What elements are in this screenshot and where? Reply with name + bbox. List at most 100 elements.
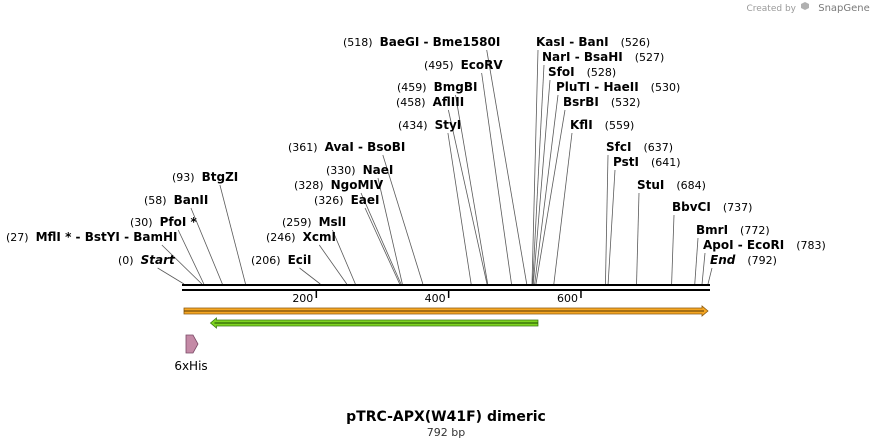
feature-tracks: 6xHis	[174, 305, 709, 373]
enzyme-name-part: - BanI	[565, 35, 609, 49]
enzyme-name-part: NarI	[542, 50, 571, 64]
site-label: (518)BaeGI - Bme1580I	[343, 35, 500, 49]
site-connector-lines	[157, 49, 713, 285]
site-position: (530)	[651, 81, 681, 94]
site-position: (532)	[611, 96, 641, 109]
enzyme-name-part: KasI	[536, 35, 565, 49]
site-connector	[694, 237, 699, 285]
enzyme-name[interactable]: EaeI	[351, 193, 380, 207]
site-position: (206)	[251, 254, 281, 267]
site-position: (526)	[621, 36, 651, 49]
enzyme-name[interactable]: PfoI *	[160, 215, 198, 229]
enzyme-name[interactable]: BmgBI	[434, 80, 478, 94]
site-label: (434)StyI	[398, 118, 461, 132]
site-position: (792)	[747, 254, 777, 267]
enzyme-name-part: ApoI	[703, 238, 734, 252]
enzyme-name-part: SfoI	[548, 65, 575, 79]
enzyme-name[interactable]: AflIII	[433, 95, 465, 109]
site-position: (27)	[6, 231, 29, 244]
site-connector	[671, 214, 675, 285]
enzyme-name-part: XcmI	[303, 230, 336, 244]
site-position: (58)	[144, 194, 167, 207]
enzyme-name-part: SfcI	[606, 140, 631, 154]
credit-brand: SnapGene	[818, 3, 870, 14]
enzyme-name-part: MflI	[36, 230, 61, 244]
enzyme-name-part: BsrBI	[563, 95, 599, 109]
enzyme-name[interactable]: NaeI	[363, 163, 394, 177]
site-label: (458) AflIII	[396, 95, 464, 109]
enzyme-name[interactable]: MflI * - BstYI - BamHI	[36, 230, 178, 244]
enzyme-name-part: KflI	[570, 118, 593, 132]
enzyme-name-part: - BstYI	[76, 230, 120, 244]
site-connector	[532, 79, 551, 285]
enzyme-name[interactable]: SfcI	[606, 140, 631, 154]
enzyme-name[interactable]: SfoI	[548, 65, 575, 79]
site-label: (27) MflI * - BstYI - BamHI	[6, 230, 177, 244]
enzyme-name[interactable]: ApoI - EcoRI	[703, 238, 784, 252]
enzyme-name[interactable]: BsrBI	[563, 95, 599, 109]
enzyme-name-part: BtgZI	[202, 170, 239, 184]
enzyme-name-part: EcoRV	[461, 58, 504, 72]
enzyme-name[interactable]: NgoMIV	[331, 178, 384, 192]
map-length: 792 bp	[427, 426, 465, 439]
enzyme-name[interactable]: NarI - BsaHI	[542, 50, 623, 64]
site-connector	[332, 229, 356, 285]
enzyme-name[interactable]: BbvCI	[672, 200, 711, 214]
enzyme-name[interactable]: EcoRV	[461, 58, 504, 72]
site-label: KflI(559)	[570, 118, 634, 132]
site-label: NarI - BsaHI(527)	[542, 50, 664, 64]
enzyme-name[interactable]: BtgZI	[202, 170, 239, 184]
site-position: (458)	[396, 96, 426, 109]
sequence-backbone	[182, 284, 710, 291]
map-title: pTRC-APX(W41F) dimeric	[346, 409, 546, 425]
site-connector	[535, 109, 566, 285]
enzyme-name[interactable]: BaeGI - Bme1580I	[380, 35, 501, 49]
enzyme-name-part: End	[710, 253, 736, 267]
enzyme-name[interactable]: XcmI	[303, 230, 336, 244]
enzyme-name[interactable]: PluTI - HaeII	[556, 80, 639, 94]
restriction-site-labels: (0)Start(27)MflI * - BstYI - BamHI(30)Pf…	[6, 35, 826, 267]
enzyme-name[interactable]: BanII	[174, 193, 209, 207]
enzyme-name[interactable]: Start	[141, 253, 176, 267]
his-tag-feature[interactable]	[185, 334, 199, 354]
site-label: PluTI - HaeII (530)	[556, 80, 680, 94]
site-label: End (792)	[710, 253, 777, 267]
enzyme-name-part: MslI	[319, 215, 347, 229]
enzyme-name-part: Start	[141, 253, 176, 267]
enzyme-name[interactable]: PstI	[613, 155, 639, 169]
site-connector	[382, 154, 424, 285]
enzyme-name-part: - BsaHI	[571, 50, 623, 64]
site-label: (93)BtgZI	[172, 170, 238, 184]
site-connector	[605, 154, 609, 285]
site-position: (246)	[266, 231, 296, 244]
site-label: ApoI - EcoRI(783)	[703, 238, 826, 252]
enzyme-name[interactable]: End	[710, 253, 736, 267]
enzyme-name-part: - BsoBI	[354, 140, 405, 154]
site-position: (641)	[651, 156, 681, 169]
site-connector	[636, 192, 640, 285]
site-label: BbvCI (737)	[672, 200, 752, 214]
site-label: (495)EcoRV	[424, 58, 503, 72]
site-label: StuI(684)	[637, 178, 706, 192]
site-position: (326)	[314, 194, 344, 207]
enzyme-name[interactable]: AvaI - BsoBI	[325, 140, 406, 154]
enzyme-name[interactable]: EciI	[288, 253, 312, 267]
enzyme-name[interactable]: StyI	[435, 118, 462, 132]
ruler-tick-label: 200	[292, 292, 313, 305]
site-position: (737)	[723, 201, 753, 214]
enzyme-name[interactable]: KasI - BanI	[536, 35, 609, 49]
site-label: BmrI(772)	[696, 223, 770, 237]
site-connector	[486, 49, 528, 285]
site-label: (58) BanII	[144, 193, 208, 207]
enzyme-name[interactable]: MslI	[319, 215, 347, 229]
site-connector	[177, 229, 205, 285]
enzyme-name-part: BaeGI	[380, 35, 420, 49]
site-label: (30)PfoI *	[130, 215, 197, 229]
site-connector	[157, 267, 185, 285]
enzyme-name-part: - EcoRI	[734, 238, 785, 252]
enzyme-name[interactable]: StuI	[637, 178, 664, 192]
site-label: (206) EciI	[251, 253, 311, 267]
enzyme-name[interactable]: BmrI	[696, 223, 728, 237]
enzyme-name[interactable]: KflI	[570, 118, 593, 132]
